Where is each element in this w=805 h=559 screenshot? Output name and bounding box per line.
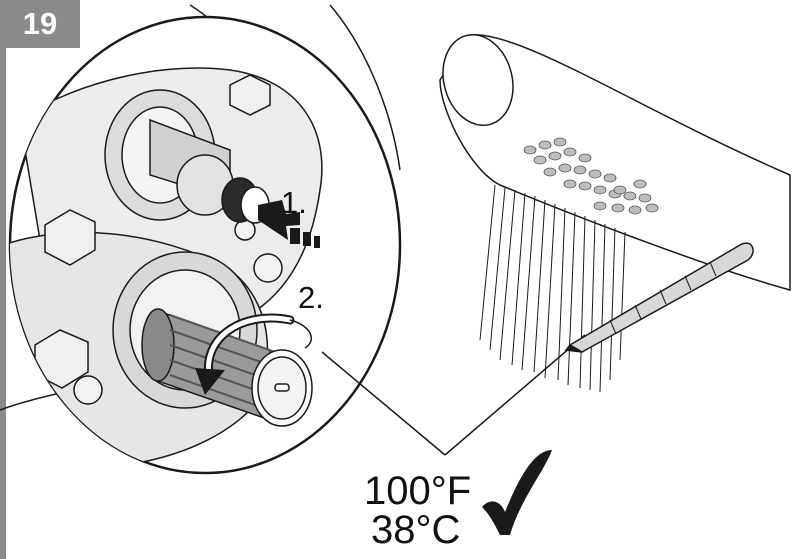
checkmark-icon (482, 450, 552, 535)
shower-head (439, 33, 791, 291)
callout-lines (321, 334, 586, 456)
step-1-label: 1. (281, 185, 307, 220)
thermometer (564, 242, 754, 353)
temperature-fahrenheit: 100°F (364, 469, 472, 513)
push-arrow-icon (258, 200, 320, 248)
step-sidebar (0, 0, 6, 559)
rotate-arrow-icon (195, 313, 312, 395)
step-2-label: 2. (298, 280, 324, 315)
water-spray (479, 184, 626, 393)
temperature-celsius: 38°C (371, 508, 461, 552)
step-number-badge: 19 (0, 0, 80, 48)
